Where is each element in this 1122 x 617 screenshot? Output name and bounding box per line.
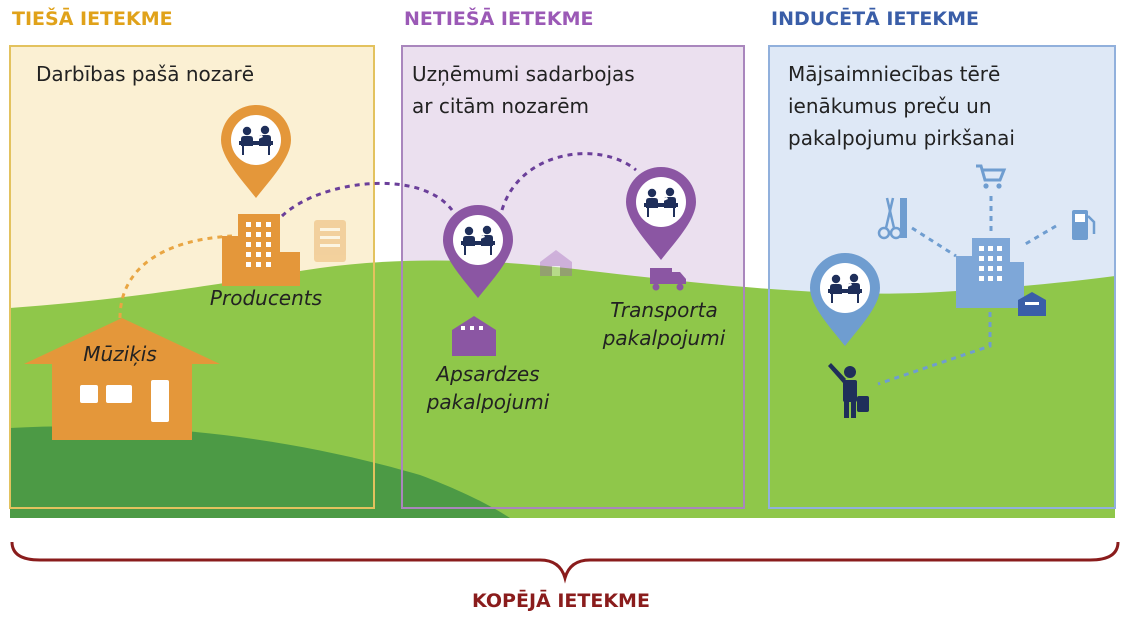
delivery-truck-icon xyxy=(650,268,686,291)
security-meeting-pin-icon xyxy=(443,205,513,298)
faded-building-icon xyxy=(314,220,346,262)
producer-meeting-pin-icon xyxy=(221,105,291,198)
induced-panel-border xyxy=(768,45,1116,509)
induced-impact-heading: INDUCĒTĀ IETEKME xyxy=(771,8,979,30)
connection-musician-producer xyxy=(118,234,233,319)
dark-green-hill xyxy=(10,426,510,518)
total-impact-label: KOPĒJĀ IETEKME xyxy=(472,590,650,612)
induced-impact-description: Mājsaimniecības tērē ienākumus preču un … xyxy=(788,58,1015,154)
house-icon xyxy=(24,318,220,440)
label-line: pakalpojumi xyxy=(602,326,726,350)
direct-impact-heading: TIEŠĀ IETEKME xyxy=(12,8,173,30)
traveller-icon xyxy=(828,363,869,418)
total-impact-brace xyxy=(10,541,1120,584)
label-line: pakalpojumi xyxy=(426,390,550,414)
shopping-cart-icon xyxy=(976,164,1007,189)
indirect-panel-border xyxy=(401,45,745,509)
direct-impact-description: Darbības pašā nozarē xyxy=(36,58,254,90)
musician-label: Mūziķis xyxy=(83,342,157,366)
description-line: Uzņēmumi sadarbojas xyxy=(412,62,635,86)
description-line: pakalpojumu pirkšanai xyxy=(788,126,1015,150)
description-line: Darbības pašā nozarē xyxy=(36,62,255,86)
induced-warehouse-icon xyxy=(1018,292,1046,316)
connection-producer-security xyxy=(280,181,454,218)
transport-services-label: Transporta pakalpojumi xyxy=(584,296,744,352)
indirect-impact-description: Uzņēmumi sadarbojas ar citām nozarēm xyxy=(412,58,635,122)
household-meeting-pin-icon xyxy=(810,253,880,346)
label-line: Apsardzes xyxy=(436,362,540,386)
school-icon xyxy=(540,250,572,276)
connection-security-transport xyxy=(500,152,637,211)
security-services-label: Apsardzes pakalpojumi xyxy=(408,360,568,416)
scissors-comb-icon xyxy=(877,197,907,240)
producer-label: Producents xyxy=(209,286,323,310)
label-line: Transporta xyxy=(610,298,718,322)
warehouse-icon xyxy=(452,316,496,356)
induced-connections xyxy=(877,196,1057,386)
office-building-icon xyxy=(222,214,300,286)
description-line: ienākumus preču un xyxy=(788,94,992,118)
direct-panel-border xyxy=(9,45,375,509)
fuel-pump-icon xyxy=(1072,210,1096,240)
transport-meeting-pin-icon xyxy=(626,167,696,260)
description-line: ar citām nozarēm xyxy=(412,94,590,118)
induced-office-building-icon xyxy=(956,238,1024,308)
description-line: Mājsaimniecības tērē xyxy=(788,62,1001,86)
indirect-impact-heading: NETIEŠĀ IETEKME xyxy=(404,8,594,30)
